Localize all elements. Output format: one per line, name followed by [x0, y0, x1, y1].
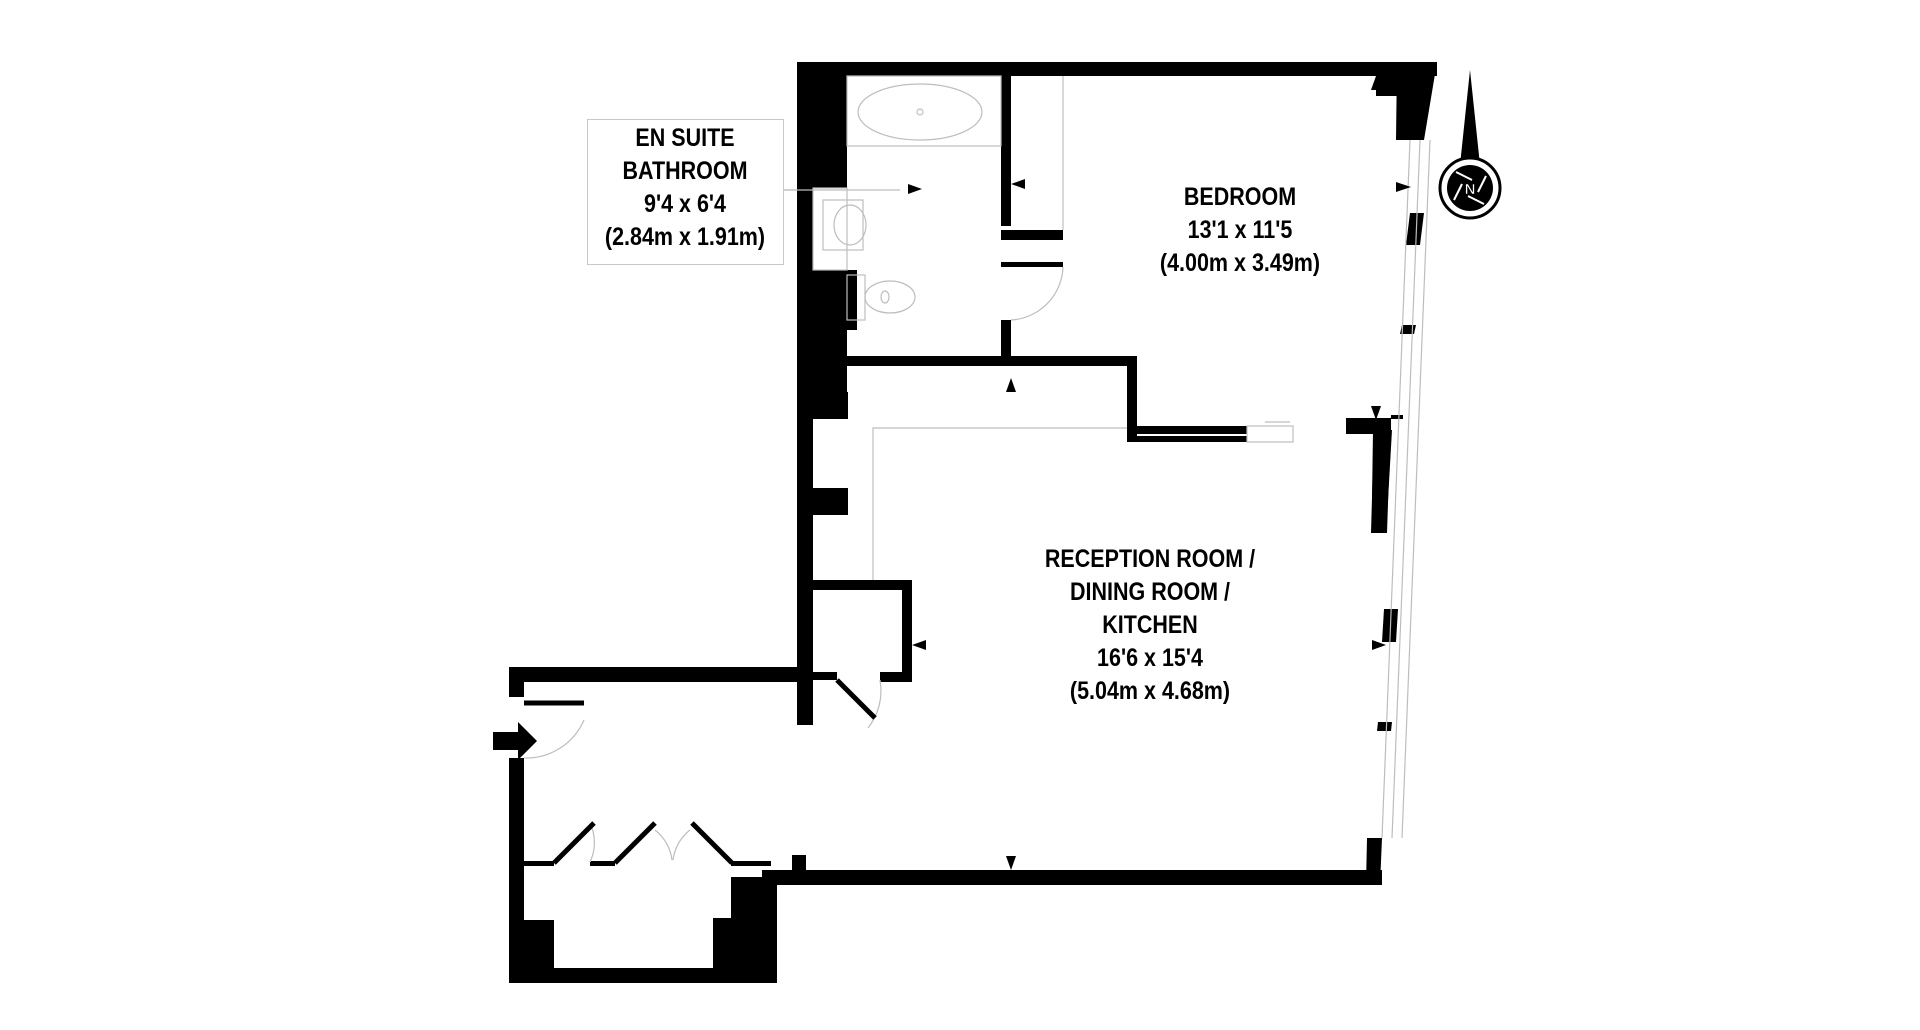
room-name: BATHROOM [622, 157, 748, 185]
windows [1381, 139, 1431, 839]
svg-text:N: N [1465, 181, 1476, 198]
room-label-en-suite-bathroom: EN SUITE BATHROOM 9'4 x 6'4 (2.84m x 1.9… [595, 122, 776, 254]
room-dimensions-metric: (4.00m x 3.49m) [1159, 249, 1321, 277]
dimension-arrows [908, 76, 1411, 870]
entrance-arrow-icon [493, 722, 537, 760]
room-name: EN SUITE [635, 124, 735, 152]
room-name: DINING ROOM / [1069, 578, 1231, 606]
room-label-reception: RECEPTION ROOM / DINING ROOM / KITCHEN 1… [1021, 543, 1279, 708]
walls [509, 62, 1437, 983]
room-label-bedroom: BEDROOM 13'1 x 11'5 (4.00m x 3.49m) [1145, 181, 1334, 280]
room-name: KITCHEN [1102, 611, 1198, 639]
room-dimensions-imperial: 16'6 x 15'4 [1097, 644, 1203, 672]
room-dimensions-imperial: 9'4 x 6'4 [644, 190, 726, 218]
compass-icon: N [1438, 70, 1502, 220]
toilet [864, 280, 916, 314]
kitchen-counter [872, 427, 1127, 580]
room-dimensions-imperial: 13'1 x 11'5 [1187, 216, 1293, 244]
bathtub [846, 75, 1002, 147]
doors [524, 678, 877, 865]
room-dimensions-metric: (2.84m x 1.91m) [604, 223, 766, 251]
room-name: BEDROOM [1183, 183, 1297, 211]
room-dimensions-metric: (5.04m x 4.68m) [1069, 677, 1231, 705]
room-name: RECEPTION ROOM / [1044, 545, 1256, 573]
fixtures [523, 75, 1294, 863]
washbasin [822, 199, 864, 251]
bathtub-basin [857, 83, 983, 141]
bathroom-label-box [587, 119, 784, 265]
